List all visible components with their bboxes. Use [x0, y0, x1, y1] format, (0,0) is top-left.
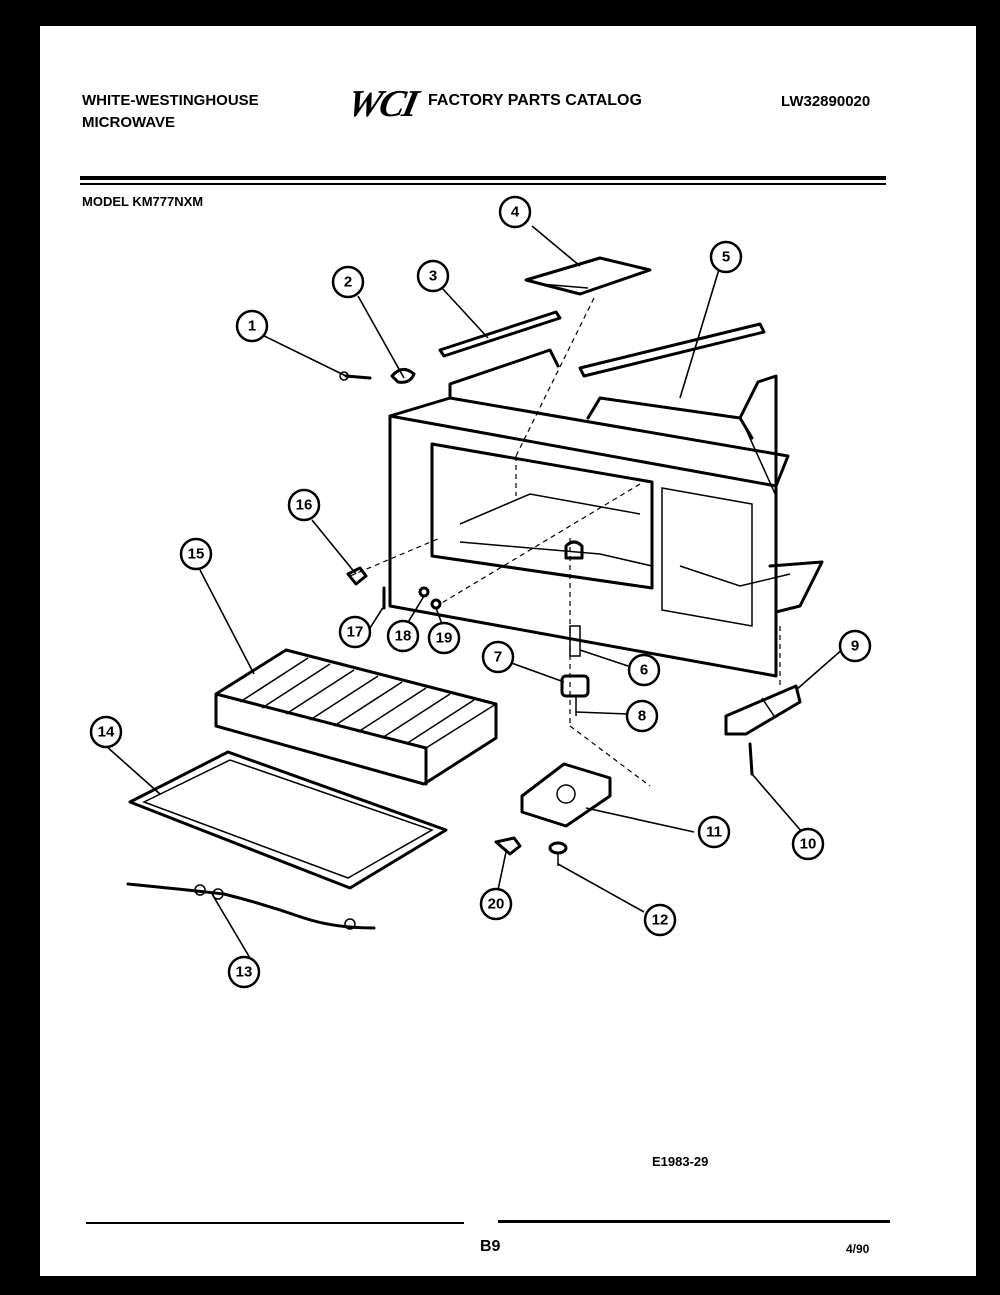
svg-text:4: 4 [511, 204, 520, 221]
svg-text:17: 17 [347, 624, 364, 641]
waveguide-cover [524, 256, 652, 296]
callout-14: 14 [89, 715, 123, 749]
product-type: MICROWAVE [82, 114, 176, 131]
callout-19: 19 [427, 621, 461, 655]
callout-13: 13 [227, 955, 261, 989]
svg-text:13: 13 [236, 964, 253, 981]
catalog-date: 4/90 [846, 1242, 870, 1256]
oven-rack-15 [214, 648, 498, 786]
top-strip [438, 310, 562, 358]
motor-mount-11 [520, 762, 612, 828]
svg-text:3: 3 [429, 268, 437, 285]
callout-18: 18 [386, 619, 420, 653]
clip-20 [494, 836, 522, 856]
bracket-9 [724, 684, 802, 736]
callout-2: 2 [331, 265, 365, 299]
footer-rule-left [86, 1222, 464, 1224]
clip-2 [390, 368, 416, 384]
svg-text:14: 14 [98, 724, 115, 741]
callout-5: 5 [709, 240, 743, 274]
grommet-18 [418, 586, 430, 598]
svg-text:19: 19 [436, 630, 453, 647]
catalog-title: FACTORY PARTS CATALOG [428, 92, 642, 109]
coupler-6 [564, 540, 584, 657]
callout-12: 12 [643, 903, 677, 937]
footer-rule-right [498, 1220, 890, 1223]
callout-20: 20 [479, 887, 513, 921]
svg-text:16: 16 [296, 497, 313, 514]
glass-tray-14 [128, 750, 448, 890]
callout-11: 11 [697, 815, 731, 849]
brand-name: WHITE-WESTINGHOUSE [82, 92, 259, 109]
svg-text:7: 7 [494, 649, 502, 666]
svg-text:6: 6 [640, 662, 648, 679]
probe-cord-13 [126, 882, 376, 930]
illustration-code: E1983-29 [652, 1154, 709, 1169]
callout-10: 10 [791, 827, 825, 861]
svg-text:11: 11 [706, 824, 722, 841]
oven-cavity-frame [388, 348, 824, 678]
svg-text:8: 8 [638, 708, 646, 725]
document-number: LW32890020 [781, 93, 871, 110]
fastener-12 [548, 841, 568, 866]
callout-3: 3 [416, 259, 450, 293]
callout-15: 15 [179, 537, 213, 571]
svg-text:18: 18 [395, 628, 412, 645]
svg-text:2: 2 [344, 274, 352, 291]
screw-1 [339, 371, 372, 381]
grommet-19 [430, 598, 442, 610]
latch-16 [346, 566, 368, 586]
callout-1: 1 [235, 309, 269, 343]
svg-text:1: 1 [248, 318, 256, 335]
callout-16: 16 [287, 488, 321, 522]
svg-text:10: 10 [800, 836, 817, 853]
callout-9: 9 [838, 629, 872, 663]
catalog-page: WHITE-WESTINGHOUSE MICROWAVE WCI FACTORY… [40, 26, 976, 1276]
svg-text:15: 15 [188, 546, 205, 563]
callout-4: 4 [498, 195, 532, 229]
callout-17: 17 [338, 615, 372, 649]
header-rule-thick [80, 176, 886, 180]
svg-text:9: 9 [851, 638, 859, 655]
page-number: B9 [480, 1238, 501, 1255]
motor-7 [560, 674, 590, 716]
screw-10 [748, 742, 754, 776]
callout-8: 8 [625, 699, 659, 733]
header-rule-thin [80, 183, 886, 185]
svg-text:12: 12 [652, 912, 669, 929]
svg-text:5: 5 [722, 249, 730, 266]
callout-7: 7 [481, 640, 515, 674]
svg-text:20: 20 [488, 896, 505, 913]
side-rail [578, 322, 766, 378]
model-label: MODEL KM777NXM [82, 194, 204, 209]
callout-6: 6 [627, 653, 661, 687]
exploded-parts-diagram: 1 2 3 4 5 6 7 8 9 10 11 12 13 14 15 16 1… [89, 195, 872, 989]
